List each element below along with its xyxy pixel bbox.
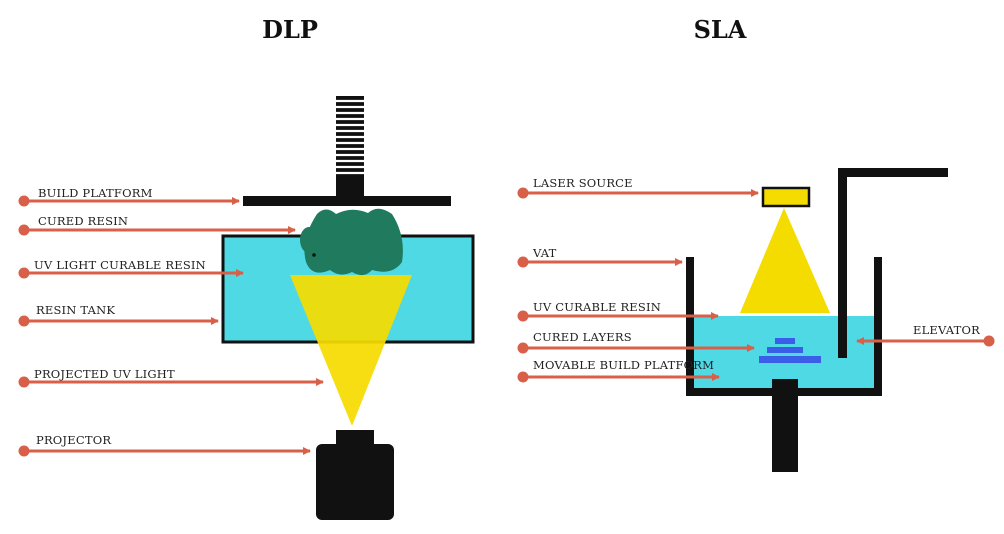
dlp-cured-resin-model (300, 208, 403, 276)
dlp-arrows (18, 195, 324, 457)
label-projector: PROJECTOR (36, 433, 111, 447)
sla-section: SLA (517, 15, 995, 472)
sla-cured-layers (759, 338, 821, 363)
label-build-platform: BUILD PLATFORM (38, 186, 153, 200)
dlp-projector (316, 430, 394, 520)
dlp-screw-rod (336, 96, 364, 196)
label-elevator: ELEVATOR (913, 323, 980, 337)
label-cured-resin: CURED RESIN (38, 214, 128, 228)
dlp-build-platform (243, 196, 451, 206)
dlp-section: DLP (18, 15, 475, 520)
label-vat: VAT (532, 246, 557, 260)
label-movable-build-platform: MOVABLE BUILD PLATFORM (533, 358, 714, 372)
label-uv-light-curable-resin: UV LIGHT CURABLE RESIN (34, 258, 206, 272)
sla-laser-beam (740, 208, 830, 313)
label-projected-uv-light: PROJECTED UV LIGHT (34, 367, 175, 381)
dlp-projected-light (290, 275, 412, 426)
dlp-labels: BUILD PLATFORM CURED RESIN UV LIGHT CURA… (34, 186, 206, 447)
label-uv-curable-resin: UV CURABLE RESIN (533, 300, 661, 314)
label-laser-source: LASER SOURCE (533, 176, 633, 190)
label-cured-layers: CURED LAYERS (533, 330, 632, 344)
sla-title: SLA (694, 15, 747, 44)
dlp-title: DLP (262, 15, 318, 44)
sla-platform-support (772, 379, 798, 472)
sla-laser-source (761, 186, 811, 208)
sla-labels: LASER SOURCE VAT UV CURABLE RESIN CURED … (532, 176, 980, 372)
sla-arrows (517, 187, 995, 383)
label-resin-tank: RESIN TANK (36, 303, 115, 317)
